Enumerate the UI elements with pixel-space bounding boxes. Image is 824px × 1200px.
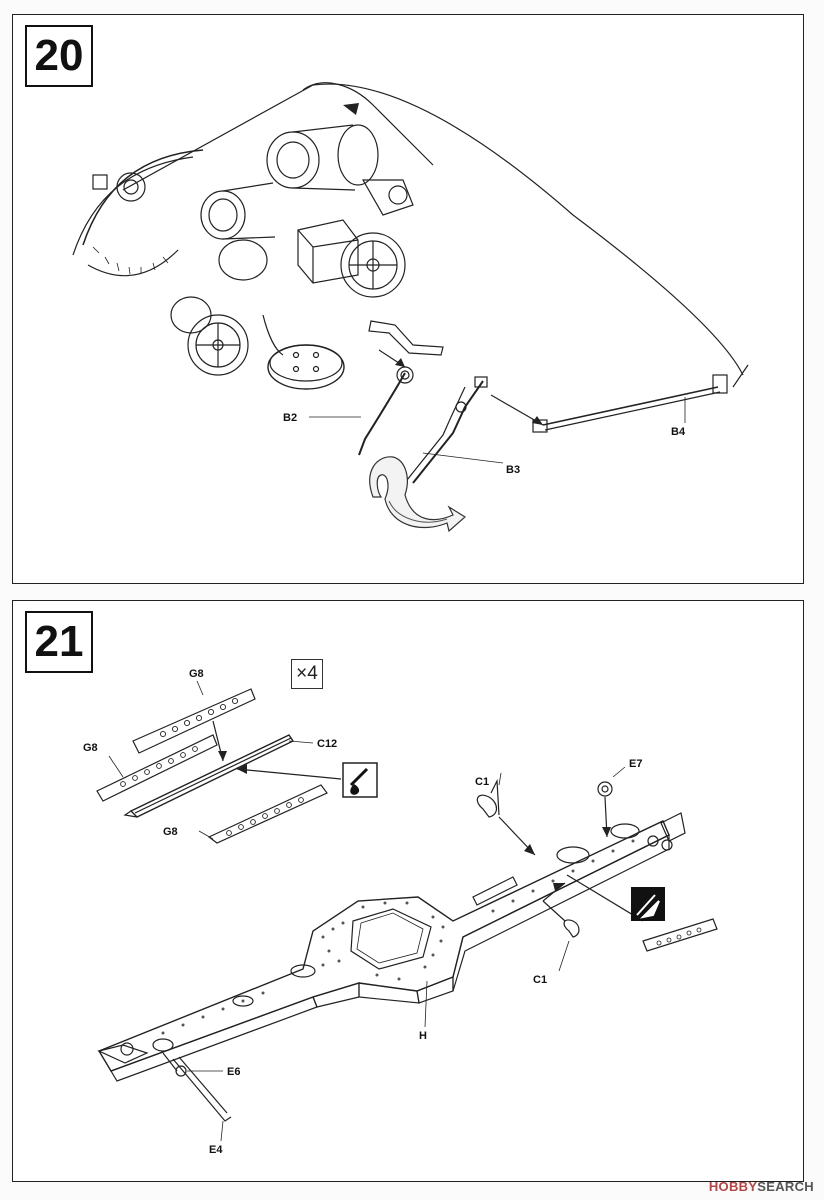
watermark-brand: HOBBY xyxy=(708,1179,758,1194)
label-g8-top: G8 xyxy=(189,668,204,680)
rotate-arrow-icon xyxy=(369,456,467,533)
step-21-panel: 21 ×4 xyxy=(12,600,804,1182)
label-e4: E4 xyxy=(209,1144,223,1156)
remove-part-icon xyxy=(631,887,665,921)
label-b3: B3 xyxy=(506,464,520,476)
label-e6: E6 xyxy=(227,1066,240,1078)
label-g8-bottom: G8 xyxy=(163,826,178,838)
glue-icon xyxy=(342,762,378,798)
watermark-suffix: SEARCH xyxy=(757,1179,814,1194)
label-g8-left: G8 xyxy=(83,742,98,754)
step-number: 20 xyxy=(25,25,93,87)
label-b2: B2 xyxy=(283,412,297,424)
label-c12: C12 xyxy=(317,738,337,750)
label-e7: E7 xyxy=(629,758,642,770)
step-20-panel: 20 xyxy=(12,14,804,584)
step-21-illustration: G8 G8 G8 C12 C1 E7 C1 H E6 E4 xyxy=(83,668,718,1156)
label-c1-top: C1 xyxy=(475,776,489,788)
label-c1-bottom: C1 xyxy=(533,974,547,986)
step-number: 21 xyxy=(25,611,93,673)
label-b4: B4 xyxy=(671,426,686,438)
quantity-multiplier: ×4 xyxy=(291,659,323,689)
watermark: HOBBYSEARCH xyxy=(709,1179,814,1194)
step-20-illustration: B2 B3 B4 xyxy=(72,82,749,533)
label-h: H xyxy=(419,1030,427,1042)
